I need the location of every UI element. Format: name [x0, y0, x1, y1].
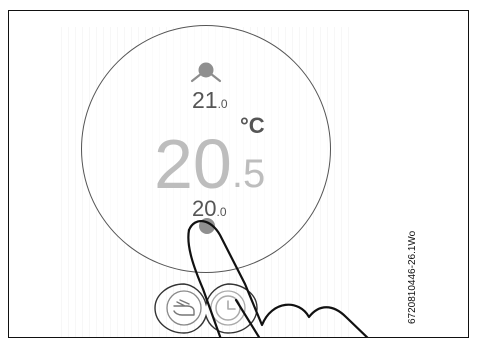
- increase-arrow-icon[interactable]: [189, 61, 223, 85]
- upper-setpoint: 21.0: [192, 89, 228, 112]
- finger-pointer-illustration: [182, 214, 424, 338]
- figure-code: 6720810446-26.1Wo: [407, 231, 418, 324]
- device-screen: 21.0 °C 20.5 20.0 6720810446-26.1Wo: [8, 10, 469, 338]
- upper-setpoint-decimal: .0: [218, 97, 228, 111]
- current-temperature: 20.5: [154, 129, 265, 199]
- current-temperature-decimal: .5: [232, 152, 265, 196]
- upper-setpoint-value: 21: [192, 87, 218, 113]
- current-temperature-value: 20: [154, 125, 232, 203]
